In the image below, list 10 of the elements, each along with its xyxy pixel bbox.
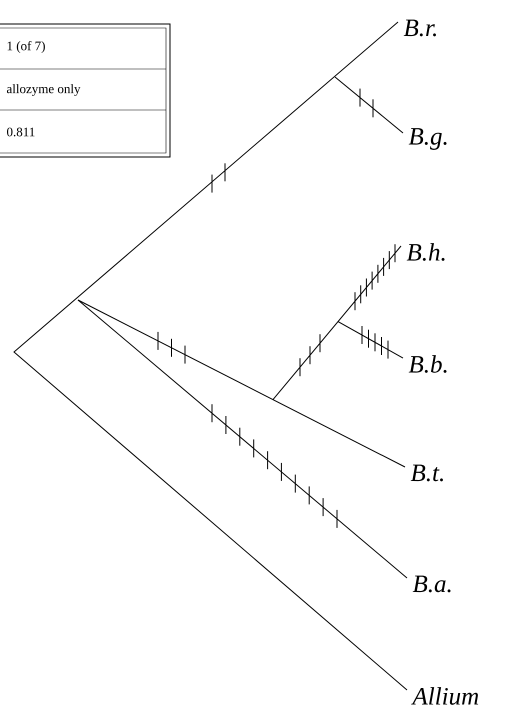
taxon-label: B.r. bbox=[404, 20, 436, 36]
taxon-label: B.a. bbox=[412, 576, 451, 592]
taxon-label: B.t. bbox=[410, 464, 443, 482]
table-cell: allozyme only bbox=[6, 84, 80, 96]
taxon-label: B.g. bbox=[408, 128, 447, 150]
taxon-label: B.b. bbox=[408, 355, 447, 373]
table-cell: 0.811 bbox=[7, 128, 34, 136]
table-cell: 1 (of 7) bbox=[8, 41, 45, 53]
taxon-label: B.h. bbox=[406, 243, 445, 261]
taxon-label: Allium bbox=[411, 687, 478, 705]
